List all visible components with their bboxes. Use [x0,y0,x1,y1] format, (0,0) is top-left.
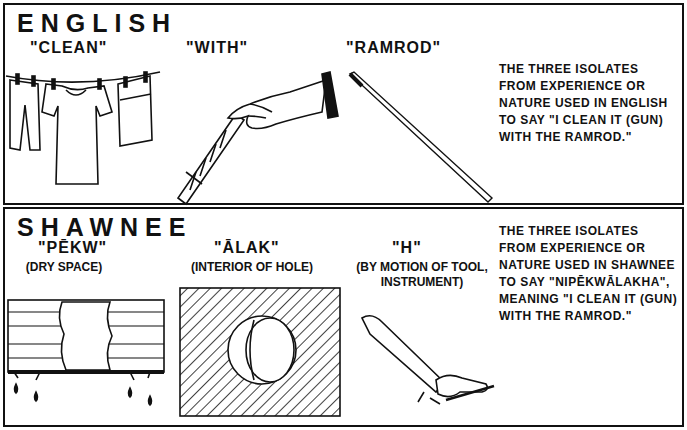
language-heading: SHAWNEE [17,212,192,242]
description-text: THE THREE ISOLATES FROM EXPERIENCE OR NA… [499,61,679,146]
gloss-label: (INTERIOR OF HOLE) [172,260,332,275]
arm-drawing [362,316,494,404]
gloss-label: (DRY SPACE) [4,260,124,275]
word-label: "PĒKW" [38,238,107,258]
ramrod-drawing [350,72,492,202]
pipe-drawing [8,300,164,405]
language-heading: ENGLISH [17,8,177,38]
language-panel: ENGLISH THE THREE ISOLATES FROM EXPERIENC… [3,3,684,205]
word-label: "WITH" [186,38,248,58]
hand-drawing [178,72,338,204]
word-label: "RAMROD" [346,38,441,58]
hole-drawing [180,288,340,416]
description-text: THE THREE ISOLATES FROM EXPERIENCE OR NA… [499,223,679,325]
word-label: "CLEAN" [30,38,107,58]
word-label: "ĀLAK" [214,238,280,258]
clothesline-drawing [6,72,160,184]
gloss-label: (BY MOTION OF TOOL, INSTRUMENT) [350,260,494,290]
word-label: "H" [392,238,422,258]
